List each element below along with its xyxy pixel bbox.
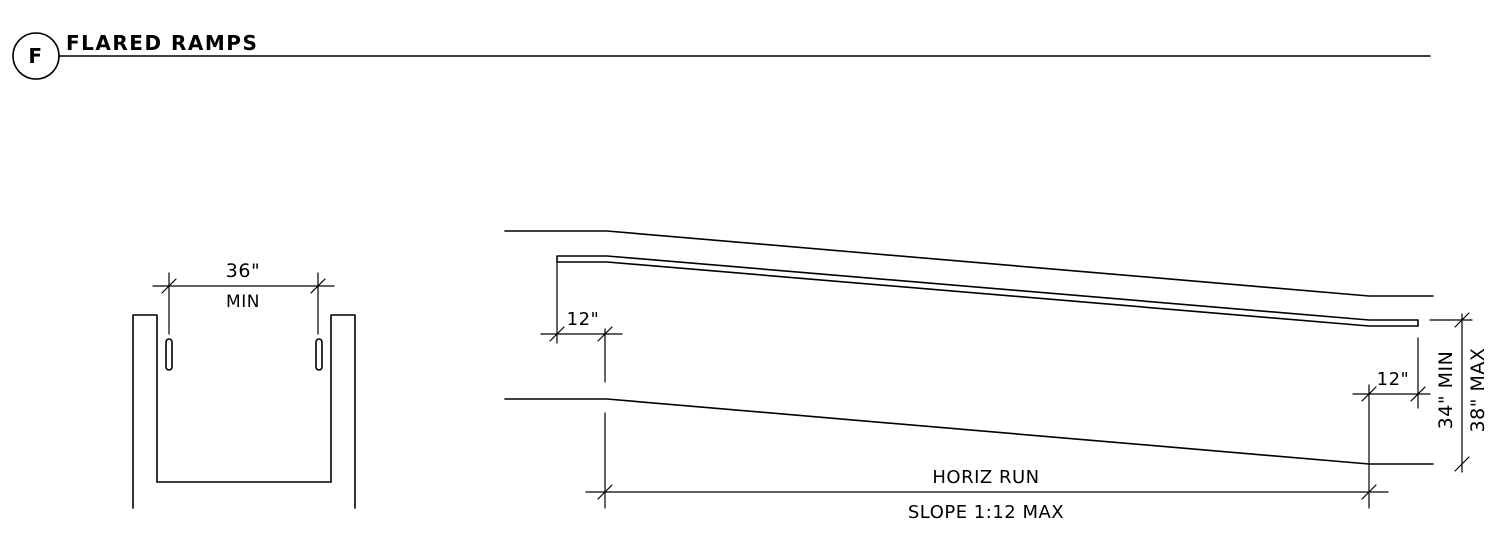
width-tick-left [161,278,177,294]
right-extension-tick-b [1410,386,1426,402]
ramp-surface-line [504,398,1434,465]
left-curb-wall [132,314,158,509]
run-label: HORIZ RUN [932,467,1039,488]
width-value-label: 36" [226,260,260,282]
height-tick-bottom [1454,456,1470,472]
slope-label: SLOPE 1:12 MAX [908,502,1064,523]
detail-marker-letter: F [28,44,43,68]
left-handrail-section [165,338,173,371]
detail-title: FLARED RAMPS [66,31,258,55]
width-tick-right [310,278,326,294]
width-qualifier-label: MIN [226,292,260,312]
left-extension-tick-a [549,326,565,342]
right-handrail-section [315,338,323,371]
height-tick-top [1454,312,1470,328]
height-max-label: 38" MAX [1467,348,1489,433]
run-tick-left [597,484,613,500]
handrail-elevation [556,255,1419,327]
height-min-label: 34" MIN [1435,351,1457,430]
detail-header: F FLARED RAMPS [12,31,1431,80]
wall-top-line [504,230,1434,297]
right-extension-label: 12" [1377,369,1410,390]
run-tick-right [1361,484,1377,500]
left-extension-label: 12" [567,309,600,330]
right-curb-wall [330,314,356,509]
ramp-section-view: 36" MIN [132,260,356,509]
ramp-elevation-view: 12" 12" 34" MIN 38" MAX HORIZ RUN SLOPE … [504,230,1489,523]
